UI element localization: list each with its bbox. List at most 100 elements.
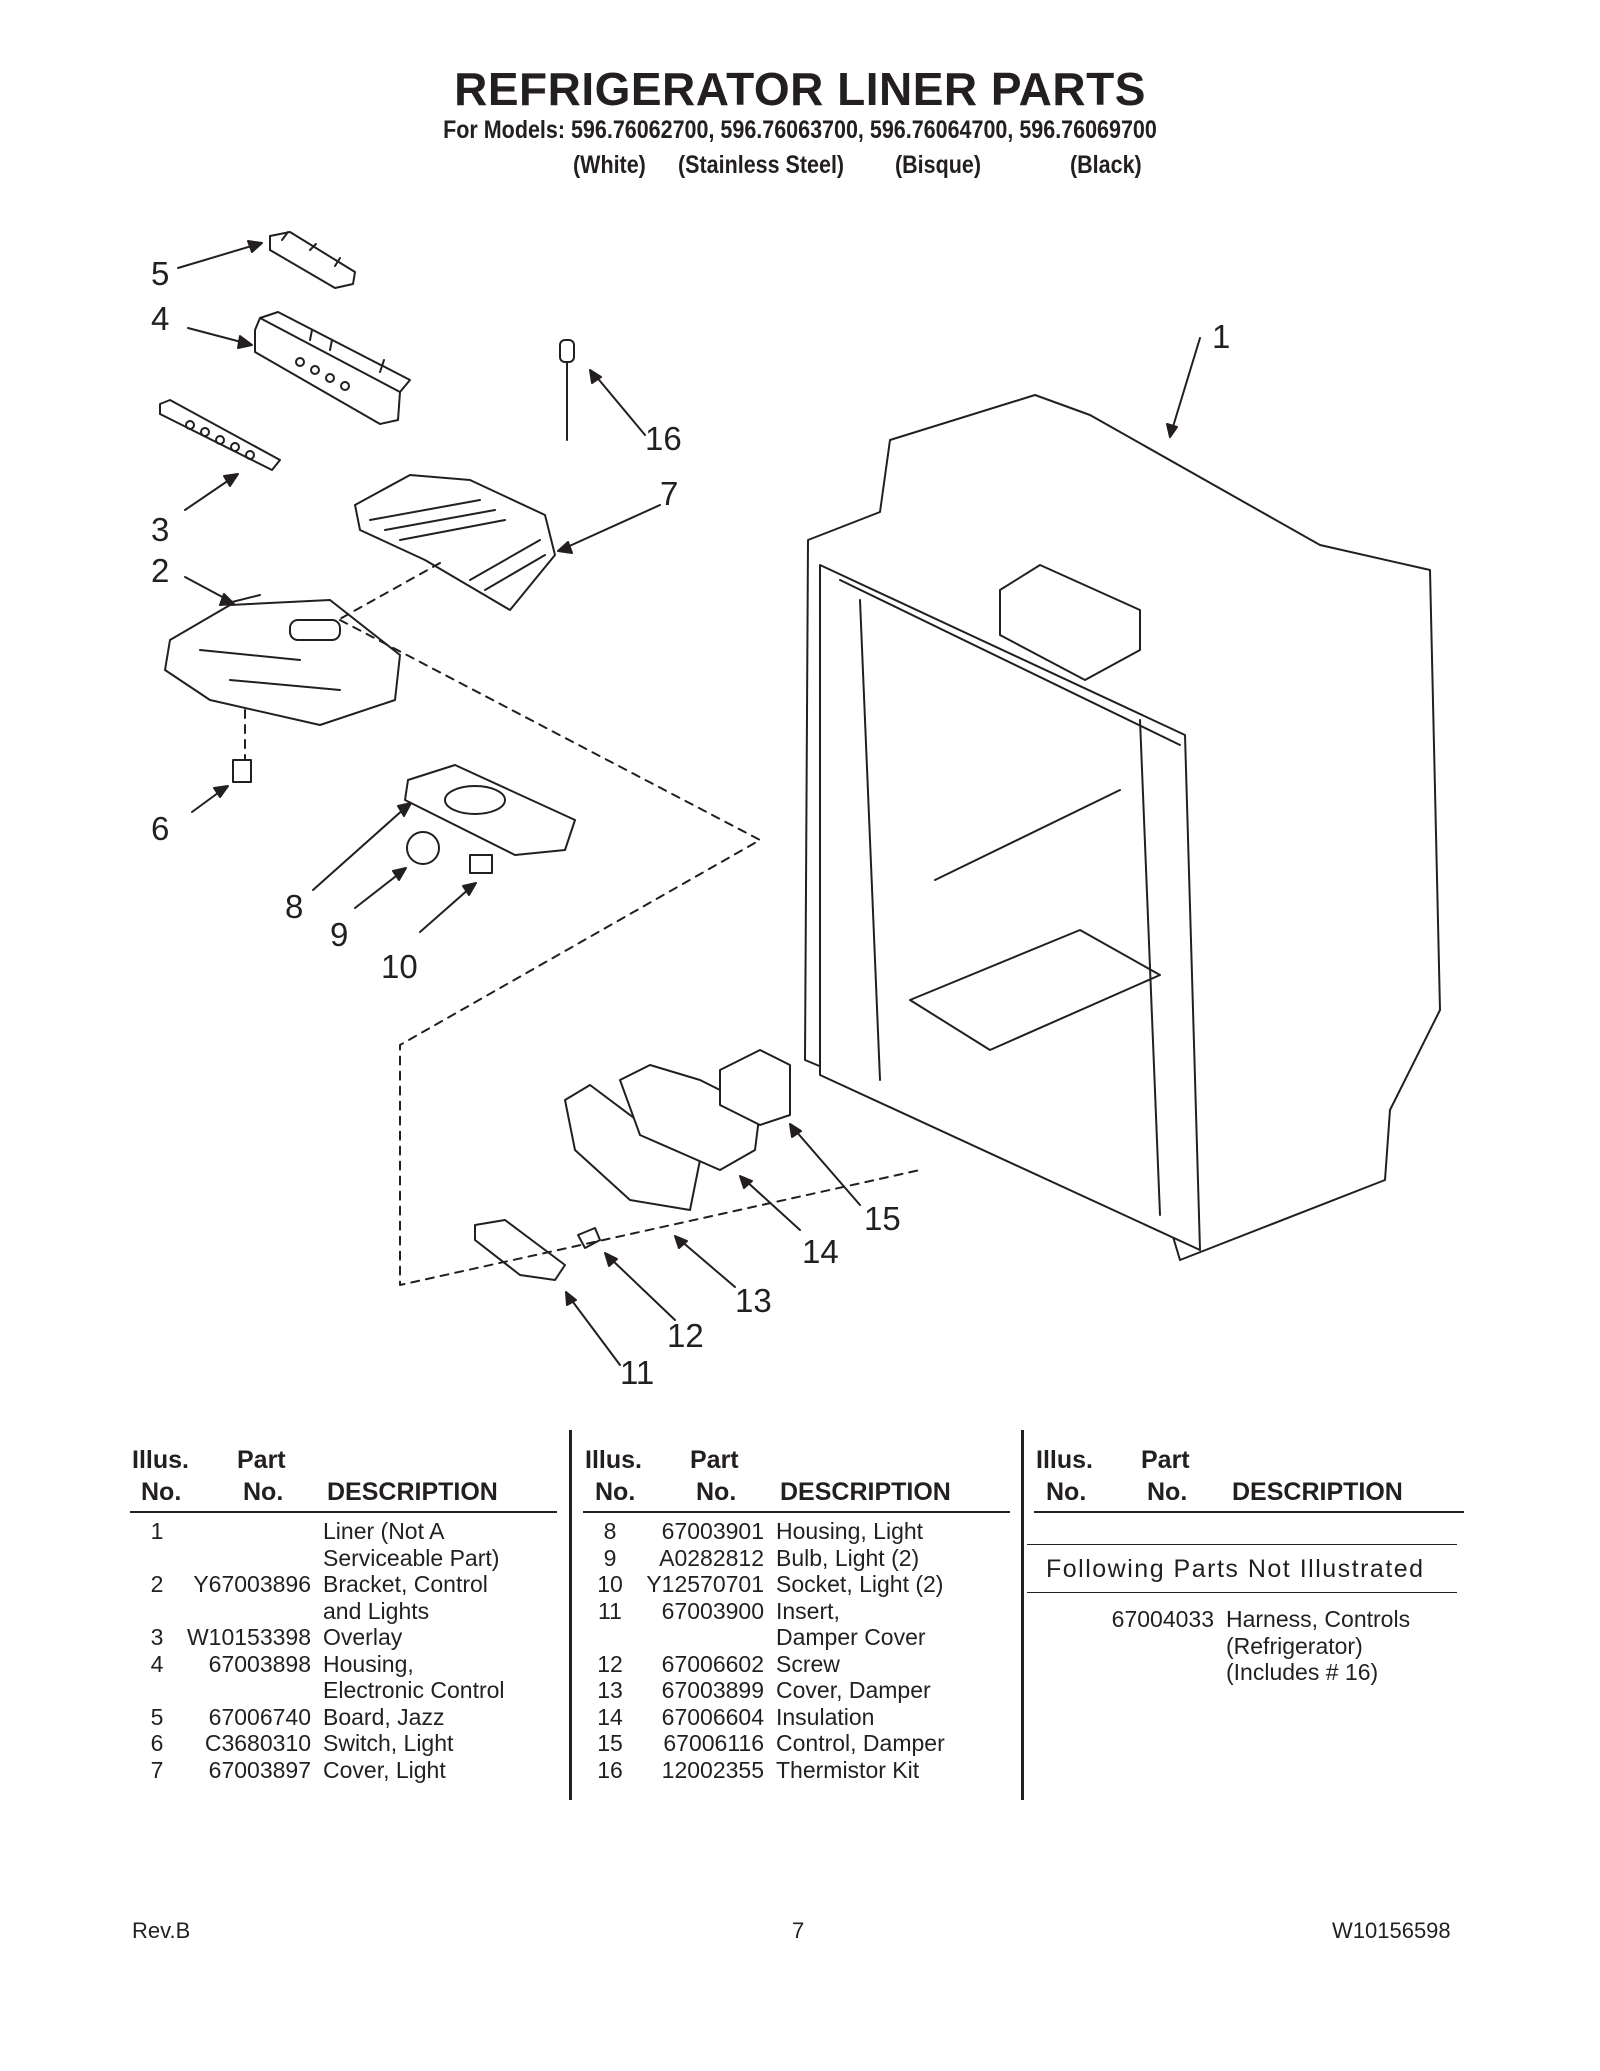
row-description: Harness, Controls: [1226, 1606, 1411, 1632]
row-description: Cover, Light: [323, 1756, 446, 1783]
header-illus-no: No.: [595, 1478, 636, 1506]
not-illustrated-rule-bottom: [1027, 1592, 1457, 1593]
callout-13: 13: [735, 1282, 772, 1319]
row-description: Bracket, Control: [323, 1571, 488, 1597]
callout-labels: 1 2 3 4 5 6 7 8 9 10 11 12 13 14 15 16: [151, 255, 1230, 1391]
row-description: Insulation: [776, 1703, 875, 1730]
part-11-insert: [474, 1219, 566, 1281]
header-illus: Illus.: [585, 1446, 642, 1474]
row-part-no: Y67003896: [193, 1571, 311, 1597]
row-illus-no: 7: [150, 1756, 164, 1783]
footer-revision: Rev.B: [132, 1918, 191, 1943]
row-description: Housing,: [323, 1650, 414, 1677]
part-10-socket: [469, 854, 493, 874]
variant-bisque: (Bisque): [895, 151, 981, 179]
not-illustrated-rule-top: [1027, 1544, 1457, 1545]
row-description: Insert,: [776, 1597, 840, 1624]
models-line: For Models: 596.76062700, 596.76063700, …: [443, 116, 1157, 144]
row-illus-no: 2: [150, 1571, 164, 1597]
part-3-overlay: [159, 399, 281, 471]
callout-2: 2: [151, 552, 169, 589]
row-description: Overlay: [323, 1624, 403, 1650]
part-9-bulb: [406, 831, 440, 865]
callout-15: 15: [864, 1200, 901, 1237]
row-illus-no: 14: [597, 1703, 623, 1730]
row-illus-no: 3: [150, 1624, 164, 1650]
variant-white: (White): [573, 151, 646, 179]
row-description: Liner (Not A: [323, 1518, 445, 1544]
part-6-switch: [232, 759, 252, 783]
part-15-control-damper: [719, 1049, 791, 1126]
row-part-no: A0282812: [659, 1544, 764, 1571]
row-part-no: 67003900: [661, 1597, 764, 1624]
row-illus-no: 11: [598, 1597, 622, 1624]
callout-1: 1: [1212, 318, 1230, 355]
part-7-light-cover: [354, 474, 556, 611]
header-description: DESCRIPTION: [327, 1478, 498, 1506]
header-part-no: No.: [1147, 1478, 1188, 1506]
variant-black: (Black): [1070, 151, 1142, 179]
column-divider: [569, 1430, 572, 1800]
row-illus-no: 13: [597, 1677, 623, 1703]
callout-7: 7: [660, 475, 678, 512]
callout-16: 16: [645, 420, 682, 457]
header-part: Part: [237, 1446, 286, 1474]
row-illus-no: 8: [603, 1518, 617, 1544]
row-part-no: 67003899: [661, 1677, 764, 1703]
row-description: Socket, Light (2): [776, 1571, 944, 1597]
header-part: Part: [690, 1446, 739, 1474]
part-2-bracket: [164, 594, 401, 726]
header-illus-no: No.: [141, 1478, 182, 1506]
part-14-insulation: [619, 1064, 761, 1171]
row-part-no: 67003898: [208, 1650, 311, 1677]
header-rule: [130, 1511, 557, 1513]
row-illus-no: 1: [150, 1518, 164, 1544]
row-description: Bulb, Light (2): [776, 1544, 920, 1571]
row-part-no: C3680310: [204, 1730, 311, 1756]
callout-3: 3: [151, 511, 169, 548]
part-5-board: [269, 231, 356, 289]
header-illus: Illus.: [132, 1446, 189, 1474]
header-description: DESCRIPTION: [1232, 1478, 1403, 1506]
row-illus-no: 10: [597, 1571, 623, 1597]
callout-4: 4: [151, 300, 169, 337]
row-part-no: 67006740: [208, 1703, 311, 1730]
assembly-lines: [244, 562, 921, 1286]
header-part-no: No.: [243, 1478, 284, 1506]
row-description: (Refrigerator): [1226, 1632, 1363, 1659]
header-illus: Illus.: [1036, 1446, 1093, 1474]
row-illus-no: 15: [597, 1730, 623, 1756]
row-description: Damper Cover: [776, 1624, 926, 1650]
part-12-screw: [577, 1227, 601, 1249]
row-description: Serviceable Part): [323, 1544, 500, 1571]
part-8-housing-light: [404, 764, 576, 856]
part-16-thermistor: [559, 339, 575, 441]
row-part-no: 67006602: [661, 1650, 764, 1677]
row-description: Thermistor Kit: [776, 1756, 920, 1783]
callout-12: 12: [667, 1317, 704, 1354]
part-4-housing: [254, 311, 411, 425]
header-rule: [1034, 1511, 1464, 1513]
row-description: Electronic Control: [323, 1677, 505, 1703]
footer-page-number: 7: [792, 1918, 805, 1943]
row-part-no: 67003897: [208, 1756, 311, 1783]
header-description: DESCRIPTION: [780, 1478, 951, 1506]
callout-8: 8: [285, 888, 303, 925]
header-part: Part: [1141, 1446, 1190, 1474]
row-part-no: W10153398: [186, 1624, 311, 1650]
row-description: Control, Damper: [776, 1730, 945, 1756]
row-illus-no: 6: [150, 1730, 164, 1756]
row-description: Housing, Light: [776, 1518, 924, 1544]
callout-10: 10: [381, 948, 418, 985]
exploded-parts-diagram: 1 2 3 4 5 6 7 8 9 10 11 12 13 14 15 16: [151, 231, 1441, 1391]
row-part-no: 67003901: [661, 1518, 764, 1544]
row-part-no: 67006604: [661, 1703, 764, 1730]
callout-5: 5: [151, 255, 169, 292]
not-illustrated-title: Following Parts Not Illustrated: [1046, 1555, 1425, 1583]
callout-14: 14: [802, 1233, 839, 1270]
row-description: Screw: [776, 1650, 840, 1677]
header-rule: [583, 1511, 1010, 1513]
row-description: and Lights: [323, 1597, 430, 1624]
row-illus-no: 4: [150, 1650, 164, 1677]
row-part-no: 12002355: [661, 1756, 764, 1783]
